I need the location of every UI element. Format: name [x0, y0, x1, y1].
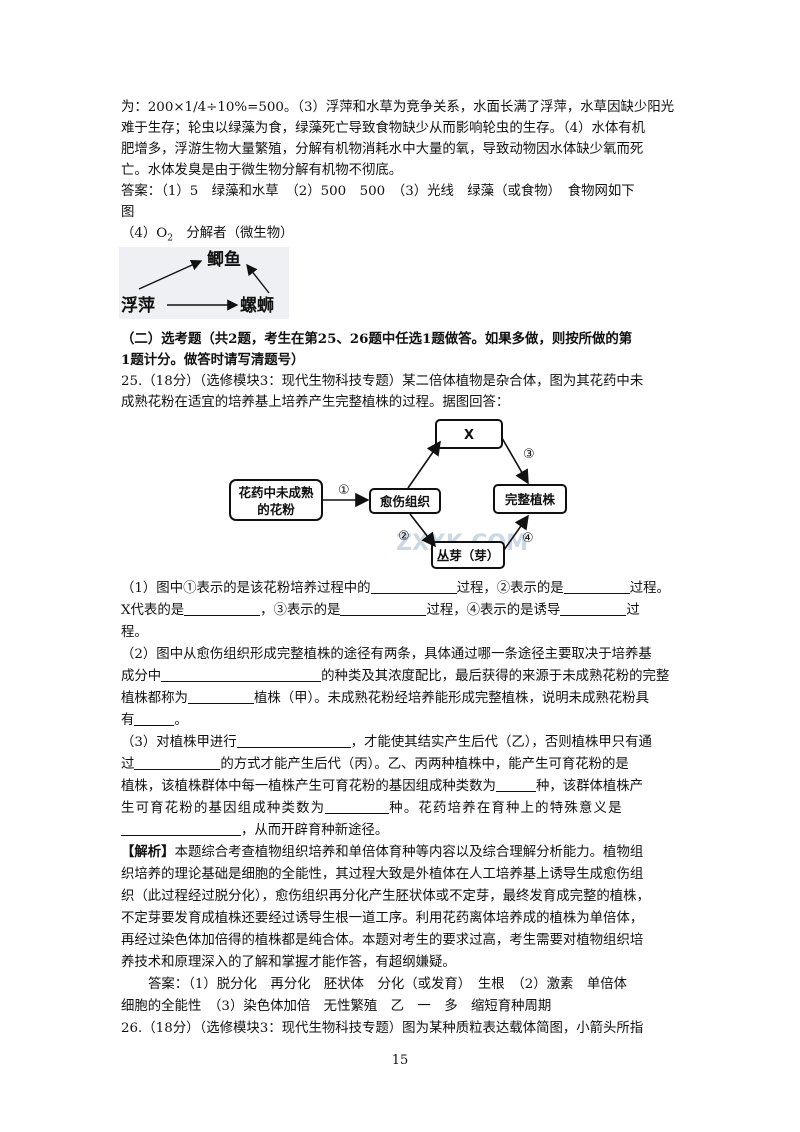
- arrow-callus-to-x: [407, 440, 441, 489]
- subquestion-1: X代表的是，③表示的是过程，④表示的是诱导过: [121, 603, 640, 618]
- svg-text:花药中未成熟: 花药中未成熟: [238, 485, 314, 500]
- step-label-3: ③: [523, 447, 535, 462]
- section-heading: （二）选考题（共2题，考生在第25、26题中任选1题做答。如果多做，则按所做的第: [121, 331, 633, 347]
- question-25-intro: 成熟花粉在适宜的培养基上培养产生完整植株的过程。据图回答：: [121, 395, 510, 410]
- node-x: X: [435, 419, 503, 449]
- text-line: 亡。水体发臭是由于微生物分解有机物不彻底。: [121, 163, 403, 178]
- analysis: 不定芽要发育成植株还要经过诱导生根一道工序。利用花药离体培养成的植株为单倍体，: [121, 911, 644, 926]
- subquestion-2: 植株都称为植株（甲）。未成熟花粉经培养能形成完整植株，说明未成熟花粉具: [121, 691, 649, 706]
- node-buds: 丛芽（芽）: [431, 541, 505, 569]
- svg-text:的花粉: 的花粉: [257, 502, 295, 517]
- analysis: 养技术和原理深入的了解和掌握才能作答，有超纲嫌疑。: [121, 955, 456, 970]
- arrow-step-3: [501, 437, 529, 485]
- answer-line: 细胞的全能性 （3）染色体加倍 无性繁殖 乙 一 多 缩短育种周期: [121, 999, 552, 1014]
- subquestion-2: （2）图中从愈伤组织形成完整植株的途径有两条，具体通过哪一条途径主要取决于培养基: [121, 647, 652, 662]
- answer-line: 答案：（1）脱分化 再分化 胚状体 分化（或发育） 生根 （2）激素 单倍体: [148, 977, 627, 992]
- step-label-4: ④: [522, 531, 534, 546]
- subquestion-1: 程。: [121, 625, 148, 640]
- subquestion-3: 过的方式才能产生后代（丙）。乙、丙两种植株中，能产生可育花粉的是: [121, 757, 629, 772]
- text-line: 难于生存；轮虫以绿藻为食，绿藻死亡导致食物缺少从而影响轮虫的生存。（4）水体有机: [121, 121, 646, 136]
- subquestion-3: 植株，该植株群体中每一植株产生可育花粉的基因组成种类数为种，该群体植株产: [121, 779, 644, 794]
- subquestion-2: 成分中的种类及其浓度配比，最后获得的来源于未成熟花粉的完整: [121, 669, 670, 684]
- analysis-label: 【解析】: [121, 844, 175, 860]
- analysis: 织（此过程经过脱分化），愈伤组织再分化产生胚状体或不定芽，最终发育成完整的植株，: [121, 889, 650, 904]
- answer-line: 答案：（1）5 绿藻和水草 （2）500 500 （3）光线 绿藻（或食物） 食…: [121, 184, 635, 199]
- svg-text:愈伤组织: 愈伤组织: [380, 494, 431, 509]
- subquestion-3: （3）对植株甲进行，才能使其结实产生后代（乙），否则植株甲只有通: [121, 735, 652, 750]
- question-25-intro: 25.（18分）（选修模块3：现代生物科技专题）某二倍体植物是杂合体，图为其花药…: [121, 374, 644, 389]
- question-26-intro: 26.（18分）（选修模块3：现代生物科技专题）图为某种质粒表达载体简图，小箭头…: [121, 1021, 644, 1036]
- node-callus: 愈伤组织: [369, 488, 441, 514]
- svg-text:完整植株: 完整植株: [505, 492, 556, 507]
- section-heading: 1题计分。做答时请写清题号）: [121, 352, 305, 368]
- subquestion-2: 有。: [121, 713, 188, 728]
- subquestion-1: （1）图中①表示的是该花粉培养过程中的过程，②表示的是过程。: [121, 581, 670, 596]
- food-web-diagram: 鲫鱼 浮萍 螺蛳: [119, 247, 289, 319]
- node-fuping: 浮萍: [121, 295, 155, 316]
- arrow-step-2: [409, 513, 436, 548]
- node-whole-plant: 完整植株: [493, 484, 567, 514]
- text-line: 为：200×1/4÷10%=500。（3）浮萍和水草为竞争关系，水面长满了浮萍，…: [121, 100, 675, 115]
- svg-text:丛芽（芽）: 丛芽（芽）: [437, 548, 500, 563]
- analysis: 再经过染色体加倍得的植株都是纯合体。本题对考生的要求过高，考生需要对植物组织培: [121, 933, 644, 948]
- svg-text:X: X: [464, 428, 474, 443]
- arrow-fuping-to-jiyu: [138, 259, 203, 290]
- node-pollen: 花药中未成熟 的花粉: [229, 479, 323, 521]
- text-line: 肥增多，浮游生物大量繁殖，分解有机物消耗水中大量的氧，导致动物因水体缺少氧而死: [121, 142, 644, 157]
- analysis: 【解析】本题综合考查植物组织培养和单倍体育种等内容以及综合理解分析能力。植物组: [121, 844, 644, 860]
- node-jiyu: 鲫鱼: [207, 249, 241, 270]
- step-label-1: ①: [338, 483, 350, 498]
- arrow-step-4: [503, 514, 529, 551]
- tissue-culture-diagram: ZXXK.COM 花药中未成熟 的花粉 愈伤组织 X 完整植株 丛芽（芽） ① …: [229, 419, 567, 569]
- subquestion-3: 生可育花粉的基因组成种类数为种。花药培养在育种上的特殊意义是: [121, 801, 623, 816]
- node-luosi: 螺蛳: [240, 296, 274, 316]
- step-label-2: ②: [398, 529, 410, 544]
- page-number: 15: [391, 1053, 409, 1068]
- subquestion-3: ，从而开辟育种新途径。: [121, 820, 681, 841]
- arrow-luosi-to-jiyu: [246, 263, 270, 294]
- answer-line: （4）O2 分解者（微生物）: [121, 226, 294, 244]
- analysis: 织培养的理论基础是细胞的全能性，其过程大致是外植体在人工培养基上诱导生成愈伤组: [121, 867, 644, 882]
- answer-line: 图: [121, 205, 135, 220]
